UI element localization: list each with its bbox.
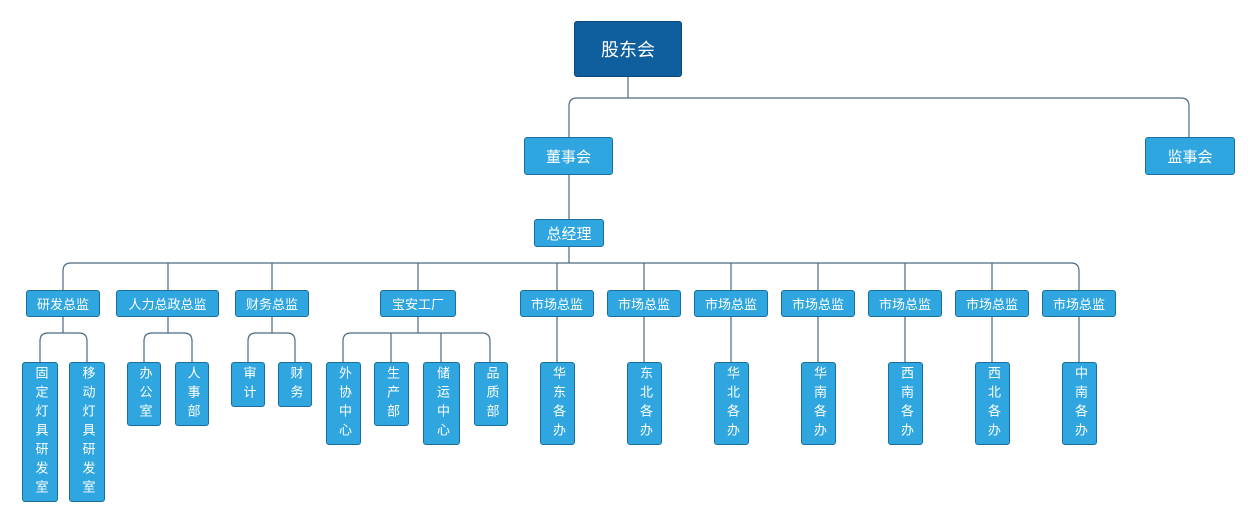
- director-market-1[interactable]: 市场总监: [520, 290, 594, 317]
- director-market-7[interactable]: 市场总监: [1042, 290, 1116, 317]
- unit-quality[interactable]: 品质部: [474, 362, 508, 426]
- unit-production[interactable]: 生产部: [374, 362, 409, 426]
- unit-north-china-offices[interactable]: 华北各办: [714, 362, 749, 445]
- unit-northeast-offices[interactable]: 东北各办: [627, 362, 662, 445]
- director-market-2[interactable]: 市场总监: [607, 290, 681, 317]
- unit-finance[interactable]: 财务: [278, 362, 312, 407]
- baoan-factory[interactable]: 宝安工厂: [380, 290, 456, 317]
- unit-office[interactable]: 办公室: [127, 362, 161, 426]
- unit-northwest-offices[interactable]: 西北各办: [975, 362, 1010, 445]
- director-finance[interactable]: 财务总监: [235, 290, 309, 317]
- director-market-6[interactable]: 市场总监: [955, 290, 1029, 317]
- unit-personnel[interactable]: 人事部: [175, 362, 209, 426]
- general-manager-node[interactable]: 总经理: [534, 219, 604, 247]
- unit-south-china-offices[interactable]: 华南各办: [801, 362, 836, 445]
- unit-outsourcing-center[interactable]: 外协中心: [326, 362, 361, 445]
- unit-east-china-offices[interactable]: 华东各办: [540, 362, 575, 445]
- director-rd[interactable]: 研发总监: [26, 290, 100, 317]
- supervisory-board-node[interactable]: 监事会: [1145, 137, 1235, 175]
- director-market-4[interactable]: 市场总监: [781, 290, 855, 317]
- shareholders-meeting-node[interactable]: 股东会: [574, 21, 682, 77]
- director-hr-admin[interactable]: 人力总政总监: [116, 290, 219, 317]
- unit-mobile-lighting-rd[interactable]: 移动灯具研发室: [69, 362, 105, 502]
- board-of-directors-node[interactable]: 董事会: [524, 137, 613, 175]
- unit-central-south-offices[interactable]: 中南各办: [1062, 362, 1097, 445]
- unit-southwest-offices[interactable]: 西南各办: [888, 362, 923, 445]
- unit-audit[interactable]: 审计: [231, 362, 265, 407]
- unit-storage-center[interactable]: 储运中心: [423, 362, 460, 445]
- unit-fixed-lighting-rd[interactable]: 固定灯具研发室: [22, 362, 58, 502]
- director-market-5[interactable]: 市场总监: [868, 290, 942, 317]
- director-market-3[interactable]: 市场总监: [694, 290, 768, 317]
